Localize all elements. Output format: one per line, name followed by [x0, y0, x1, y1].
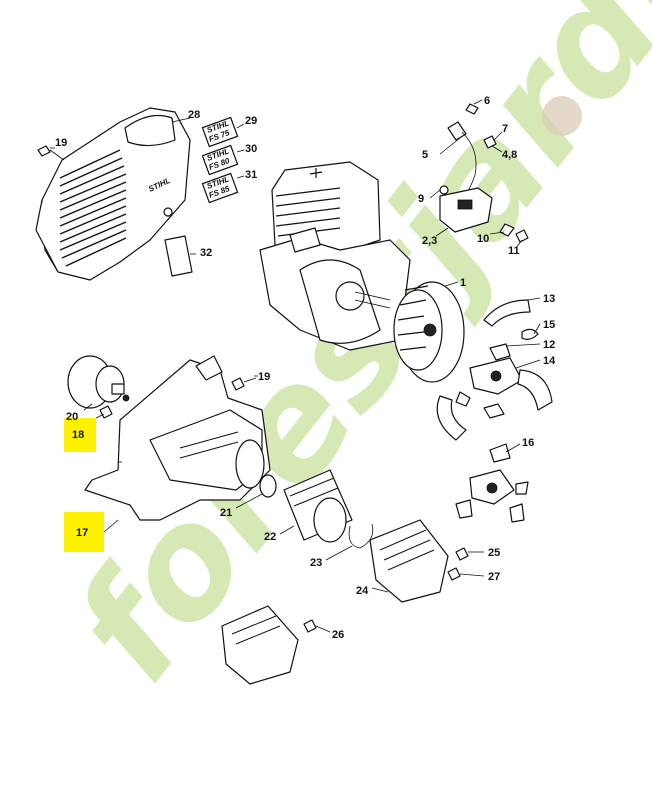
label-9: 9 — [418, 193, 424, 205]
label-19-middle: 19 — [258, 371, 270, 383]
label-20: 20 — [66, 411, 78, 423]
highlight-17 — [64, 512, 104, 552]
label-15: 15 — [543, 319, 555, 331]
label-17: 17 — [76, 527, 88, 539]
label-5: 5 — [422, 149, 428, 161]
label-13: 13 — [543, 293, 555, 305]
watermark: forestjardin.com — [41, 0, 652, 712]
label-28: 28 — [188, 109, 200, 121]
screw-26 — [303, 619, 331, 633]
engine-cover: STIHL — [35, 107, 191, 281]
label-7: 7 — [502, 123, 508, 135]
ring-21 — [259, 474, 277, 498]
label-1: 1 — [460, 277, 466, 289]
label-12: 12 — [543, 339, 555, 351]
label-14: 14 — [543, 355, 556, 367]
sticker-29: STIHL FS 75 — [201, 116, 239, 148]
fan-housing — [84, 355, 271, 521]
label-25: 25 — [488, 547, 500, 559]
label-24: 24 — [356, 585, 369, 597]
label-32: 32 — [200, 247, 212, 259]
label-27: 27 — [488, 571, 500, 583]
label-26: 26 — [332, 629, 344, 641]
part-labels: 28 29 30 31 32 19 6 5 7 4,8 9 2,3 10 11 … — [55, 95, 556, 641]
label-2-3: 2,3 — [422, 235, 437, 247]
label-18: 18 — [72, 429, 84, 441]
screw-19-middle — [231, 377, 257, 391]
engine-cylinder — [259, 161, 411, 351]
sticker-30: STIHL FS 80 — [201, 144, 239, 176]
screw-27 — [447, 567, 485, 581]
label-10: 10 — [477, 233, 489, 245]
label-22: 22 — [264, 531, 276, 543]
plate-32 — [164, 235, 193, 277]
leader-lines — [50, 99, 541, 593]
label-11: 11 — [508, 245, 520, 257]
label-23: 23 — [310, 557, 322, 569]
label-16: 16 — [522, 437, 534, 449]
watermark-dot — [542, 96, 582, 136]
label-6: 6 — [484, 95, 490, 107]
clutch-carrier-16 — [455, 443, 529, 523]
label-21: 21 — [220, 507, 232, 519]
flywheel — [393, 281, 465, 383]
label-29: 29 — [245, 115, 257, 127]
starter-pulley — [67, 355, 130, 409]
label-30: 30 — [245, 143, 257, 155]
gear-housing-26 — [221, 605, 299, 685]
clutch-shoes — [436, 299, 553, 441]
screw-25 — [455, 547, 484, 561]
label-4-8: 4,8 — [502, 149, 517, 161]
gear-housing-24 — [369, 519, 449, 603]
sticker-31: STIHL FS 85 — [201, 172, 239, 204]
clutch-drum-22 — [283, 469, 353, 543]
circlip-23 — [348, 523, 374, 549]
label-19-top: 19 — [55, 137, 67, 149]
pin-18 — [99, 405, 113, 419]
screw-19-top — [37, 145, 65, 161]
label-31: 31 — [245, 169, 257, 181]
highlight-18 — [64, 418, 96, 452]
ignition-coil — [439, 103, 529, 243]
